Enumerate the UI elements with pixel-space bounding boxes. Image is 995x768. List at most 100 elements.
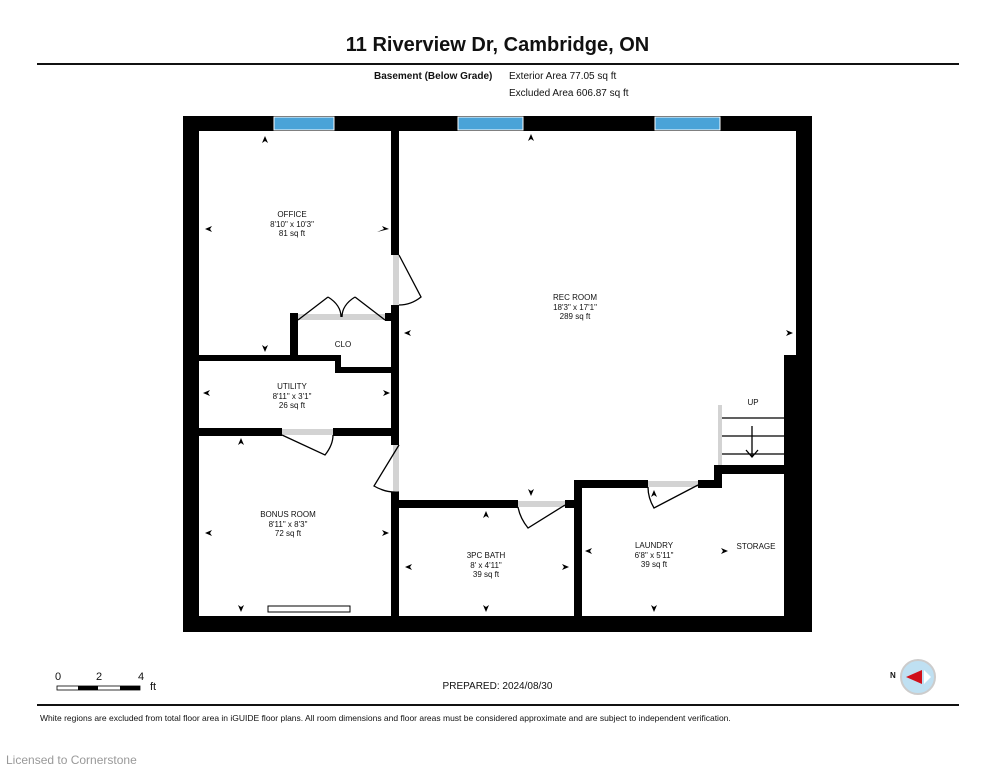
window xyxy=(654,116,721,131)
room-dims: 8'11" x 8'3" xyxy=(268,519,308,529)
dimension-arrow-icon xyxy=(483,511,489,518)
dimension-arrow-icon xyxy=(528,134,534,141)
dimension-arrow-icon xyxy=(382,530,389,536)
plan-shape xyxy=(698,480,722,488)
floor-label: Basement (Below Grade) xyxy=(374,71,493,82)
dimension-arrow-icon xyxy=(205,530,212,536)
dimension-arrow-icon xyxy=(203,390,210,396)
plan-shape xyxy=(924,670,931,684)
dimension-arrow-icon xyxy=(383,390,390,396)
plan-shape xyxy=(714,465,722,488)
plan-shape xyxy=(391,492,399,616)
dimension-markers xyxy=(203,134,793,612)
stairs-label: UP xyxy=(747,398,759,407)
license-watermark: Licensed to Cornerstone xyxy=(6,753,137,767)
room-name: OFFICE xyxy=(277,210,307,219)
excluded-area: Excluded Area 606.87 sq ft xyxy=(509,88,629,99)
office-door[interactable] xyxy=(393,255,399,305)
plan-shape xyxy=(120,686,140,690)
door-swings xyxy=(281,254,784,529)
room-bath: 3PC BATH 8' x 4'11" 39 sq ft xyxy=(426,551,546,580)
plan-shape xyxy=(517,504,566,529)
room-utility: UTILITY 8'11" x 3'1" 26 sq ft xyxy=(232,382,352,411)
page-title: 11 Riverview Dr, Cambridge, ON xyxy=(345,34,650,56)
plan-shape xyxy=(722,417,784,458)
room-area: 39 sq ft xyxy=(472,570,500,579)
plan-shape xyxy=(391,131,399,255)
scale-tick-4: 4 xyxy=(138,671,145,683)
plan-shape xyxy=(199,428,282,436)
plan-shape xyxy=(399,500,518,508)
plan-shape xyxy=(574,480,582,616)
room-name: UTILITY xyxy=(277,382,307,391)
room-bonus: BONUS ROOM 8'11" x 8'3" 72 sq ft xyxy=(228,510,348,539)
plan-shape xyxy=(290,313,298,357)
stair-rail xyxy=(718,405,722,465)
plan-shape xyxy=(385,313,393,321)
plan-shape xyxy=(391,305,399,445)
room-storage: STORAGE xyxy=(696,542,816,552)
plan-shape xyxy=(574,480,648,488)
dimension-arrow-icon xyxy=(651,605,657,612)
dimension-arrow-icon xyxy=(377,226,389,232)
room-closet: CLO xyxy=(283,340,403,350)
room-area: 289 sq ft xyxy=(559,312,591,321)
room-name: BONUS ROOM xyxy=(260,510,316,519)
dimension-arrow-icon xyxy=(786,330,793,336)
plan-shape xyxy=(335,355,341,373)
window xyxy=(273,116,335,131)
dimension-arrow-icon xyxy=(262,136,268,143)
bonus-room-fixture xyxy=(267,605,351,613)
door-openings xyxy=(282,255,722,507)
dimension-arrow-icon xyxy=(238,438,244,445)
plan-shape xyxy=(183,616,812,632)
compass-icon xyxy=(900,659,936,695)
room-laundry: LAUNDRY 6'8" x 5'11" 39 sq ft xyxy=(594,541,714,570)
dimension-arrow-icon xyxy=(404,330,411,336)
plan-shape xyxy=(335,367,393,373)
room-rec: REC ROOM 18'3" x 17'1" 289 sq ft xyxy=(515,293,635,322)
dimension-arrow-icon xyxy=(562,564,569,570)
room-name: 3PC BATH xyxy=(466,551,506,560)
plan-shape xyxy=(297,296,386,321)
room-office: OFFICE 8'10" x 10'3" 81 sq ft xyxy=(232,210,352,239)
dimension-arrow-icon xyxy=(483,605,489,612)
room-area: 26 sq ft xyxy=(278,401,306,410)
room-dims: 8'10" x 10'3" xyxy=(270,219,314,229)
room-area: 81 sq ft xyxy=(278,229,306,238)
utility-door[interactable] xyxy=(282,429,333,435)
dimension-arrow-icon xyxy=(585,548,592,554)
footer-divider xyxy=(37,704,959,706)
dimension-arrow-icon xyxy=(721,548,728,554)
plan-shape xyxy=(373,444,400,493)
laundry-door[interactable] xyxy=(648,481,698,487)
room-name: REC ROOM xyxy=(553,293,597,302)
dimension-arrow-icon xyxy=(651,490,657,497)
scale-bar xyxy=(56,685,141,691)
dimension-arrow-icon xyxy=(528,489,534,496)
bath-door[interactable] xyxy=(518,501,565,507)
plan-shape xyxy=(183,116,199,632)
compass-north-label: N xyxy=(890,671,896,680)
dimension-arrow-icon xyxy=(238,605,244,612)
dimension-arrow-icon xyxy=(262,345,268,352)
plan-shape xyxy=(647,484,699,509)
room-dims: 8'11" x 3'1" xyxy=(272,391,312,401)
room-dims: 6'8" x 5'11" xyxy=(634,550,674,560)
scale-tick-0: 0 xyxy=(55,671,62,683)
bonus-door[interactable] xyxy=(393,445,399,492)
plan-shape xyxy=(784,355,812,632)
plan-shape xyxy=(906,670,922,684)
prepared-date: PREPARED: 2024/08/30 xyxy=(442,681,553,692)
dimension-arrow-icon xyxy=(205,226,212,232)
room-name: STORAGE xyxy=(736,542,776,551)
room-name: CLO xyxy=(334,340,352,349)
room-area: 72 sq ft xyxy=(274,529,302,538)
room-dims: 18'3" x 17'1" xyxy=(553,302,597,312)
room-name: LAUNDRY xyxy=(634,541,674,550)
plan-shape xyxy=(333,428,393,436)
plan-shape xyxy=(78,686,98,690)
plan-shape xyxy=(565,500,582,508)
plan-shape xyxy=(281,434,334,456)
